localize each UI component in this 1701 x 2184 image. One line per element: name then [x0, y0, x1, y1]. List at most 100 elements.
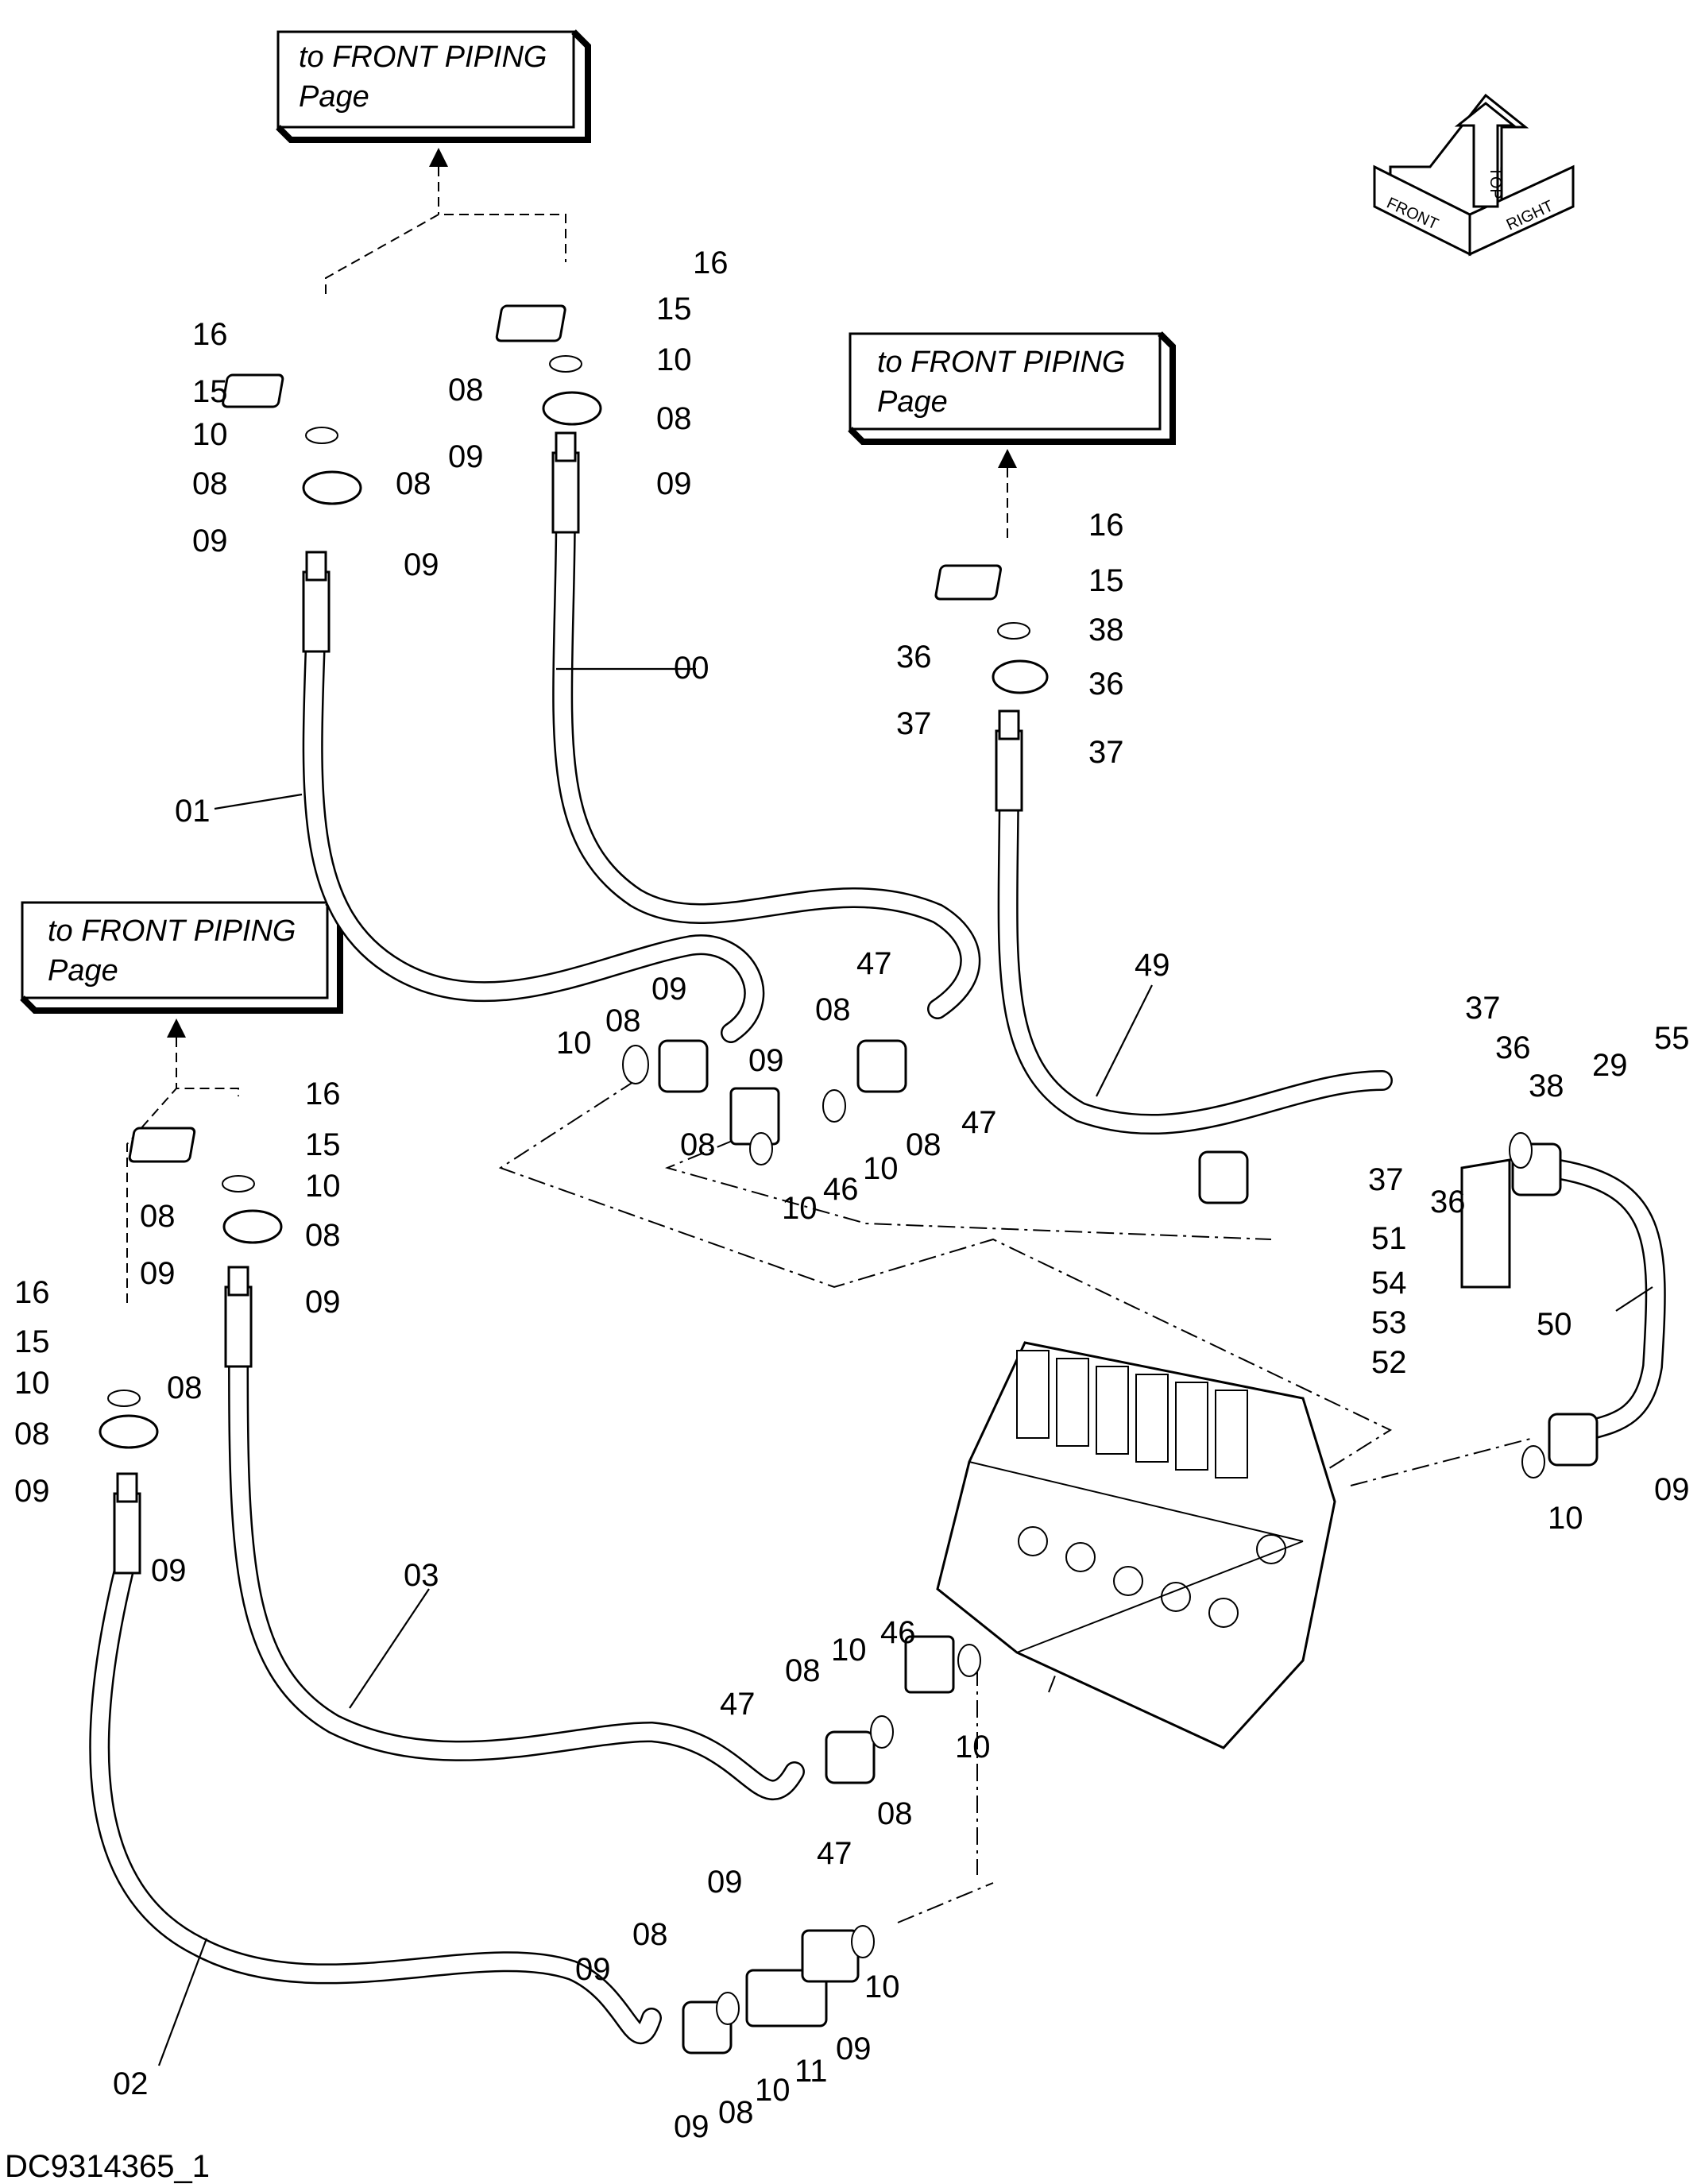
- callout-f08a: 08: [605, 1003, 641, 1038]
- callout-i47b: 47: [817, 1836, 852, 1871]
- callout-j08b: 08: [718, 2095, 754, 2130]
- callout-j11: 11: [794, 2054, 828, 2089]
- callout-j10a: 10: [864, 1969, 900, 2004]
- callout-d10: 10: [305, 1169, 341, 1204]
- flange-parts[interactable]: [0, 304, 1599, 2055]
- callout-h53: 53: [1371, 1305, 1407, 1340]
- callout-j10b: 10: [755, 2073, 791, 2108]
- callout-h36a: 36: [1495, 1030, 1531, 1065]
- callout-e16: 16: [14, 1275, 50, 1310]
- callout-h36b: 36: [1430, 1185, 1466, 1220]
- callout-e08r: 08: [167, 1370, 203, 1405]
- callout-e09l: 09: [14, 1474, 50, 1509]
- callout-hose-01: 01: [175, 794, 211, 829]
- callout-g10b: 10: [782, 1191, 818, 1226]
- hose-03[interactable]: [224, 1266, 805, 1801]
- hose-00[interactable]: [551, 431, 981, 1019]
- callout-g46: 46: [823, 1172, 859, 1207]
- control-valve-block[interactable]: [936, 1341, 1336, 1749]
- reference-box-right[interactable]: to FRONT PIPING Page: [848, 331, 1176, 445]
- reference-box-left[interactable]: to FRONT PIPING Page: [20, 900, 343, 1014]
- callout-h51: 51: [1371, 1221, 1407, 1256]
- callout-a16: 16: [192, 317, 228, 352]
- callout-b09l: 09: [448, 439, 484, 474]
- orientation-icon: FRONT TOP RIGHT: [1373, 93, 1575, 257]
- callout-h37b: 37: [1368, 1162, 1404, 1197]
- callout-b09r: 09: [656, 466, 692, 501]
- callout-g08a: 08: [815, 992, 851, 1027]
- callout-h38: 38: [1529, 1069, 1564, 1104]
- callout-a09r: 09: [404, 547, 439, 582]
- callout-c37r: 37: [1088, 735, 1124, 770]
- callout-i47: 47: [720, 1687, 756, 1722]
- callout-d09r: 09: [305, 1285, 341, 1320]
- callout-c16: 16: [1088, 508, 1124, 543]
- callout-f09a: 09: [651, 972, 687, 1007]
- drawing-code: DC9314365_1: [5, 2149, 210, 2184]
- callout-j09a: 09: [707, 1865, 743, 1900]
- hose-01[interactable]: [302, 551, 765, 1043]
- callout-g10a: 10: [863, 1151, 899, 1186]
- callout-f08b: 08: [680, 1127, 716, 1162]
- callout-g47: 47: [856, 946, 892, 981]
- callout-b08r: 08: [656, 401, 692, 436]
- callout-h09: 09: [1654, 1472, 1690, 1507]
- callout-pipe-50: 50: [1537, 1307, 1572, 1342]
- callout-i46: 46: [880, 1615, 916, 1650]
- hose-02[interactable]: [89, 1472, 662, 2044]
- callout-d16: 16: [305, 1077, 341, 1111]
- reference-box-top-line1: to FRONT PIPING: [299, 41, 547, 74]
- callout-h52: 52: [1371, 1345, 1407, 1380]
- reference-box-left-line2: Page: [48, 954, 118, 988]
- callout-d09l: 09: [140, 1256, 176, 1291]
- reference-arrows: [126, 148, 1017, 1303]
- callout-g08b: 08: [906, 1127, 941, 1162]
- callout-a09l: 09: [192, 524, 228, 559]
- callout-i08b: 08: [877, 1796, 913, 1831]
- callout-d08r: 08: [305, 1218, 341, 1253]
- callout-h37a: 37: [1465, 991, 1501, 1026]
- callout-h55: 55: [1654, 1021, 1690, 1056]
- callout-e09r: 09: [151, 1553, 187, 1588]
- callout-b16: 16: [693, 245, 729, 280]
- reference-box-right-line2: Page: [877, 385, 948, 419]
- callout-a10: 10: [192, 417, 228, 452]
- callout-i10a: 10: [831, 1633, 867, 1668]
- reference-box-left-line1: to FRONT PIPING: [48, 914, 296, 948]
- callout-hose-03: 03: [404, 1558, 439, 1593]
- callout-e15: 15: [14, 1324, 50, 1359]
- callout-c36r: 36: [1088, 667, 1124, 702]
- callout-j08a: 08: [632, 1917, 668, 1952]
- hose-49[interactable]: [995, 709, 1393, 1135]
- callout-i10b: 10: [955, 1730, 991, 1765]
- callout-j09c: 09: [836, 2031, 872, 2066]
- callout-j09d: 09: [674, 2109, 709, 2144]
- callout-e10: 10: [14, 1366, 50, 1401]
- callout-a08r: 08: [396, 466, 431, 501]
- callout-c38: 38: [1088, 613, 1124, 647]
- callout-b10: 10: [656, 342, 692, 377]
- callout-b08l: 08: [448, 373, 484, 408]
- callout-f10: 10: [556, 1026, 592, 1061]
- reference-box-top[interactable]: to FRONT PIPING Page: [276, 29, 591, 143]
- pipe-50[interactable]: [1539, 1158, 1666, 1440]
- callout-i08a: 08: [785, 1653, 821, 1688]
- callout-a08l: 08: [192, 466, 228, 501]
- callout-d15: 15: [305, 1127, 341, 1162]
- callout-hose-02: 02: [113, 2066, 149, 2101]
- callout-hose-00: 00: [674, 651, 709, 686]
- callout-c37l: 37: [896, 706, 932, 741]
- callout-j09b: 09: [575, 1952, 611, 1987]
- callout-h54: 54: [1371, 1266, 1407, 1301]
- callout-numbers: 00 01 03 02 49 50 16 15 10 08 08 09 09 1…: [14, 245, 1690, 2144]
- callout-h10: 10: [1548, 1501, 1583, 1536]
- reference-box-top-line2: Page: [299, 80, 369, 114]
- callout-leaders: [157, 667, 1653, 2066]
- callout-c36l: 36: [896, 640, 932, 675]
- reference-box-right-line1: to FRONT PIPING: [877, 346, 1125, 379]
- callout-h29: 29: [1592, 1048, 1628, 1083]
- callout-f09b: 09: [748, 1043, 784, 1078]
- orientation-top: TOP: [1486, 167, 1504, 199]
- callout-d08l: 08: [140, 1199, 176, 1234]
